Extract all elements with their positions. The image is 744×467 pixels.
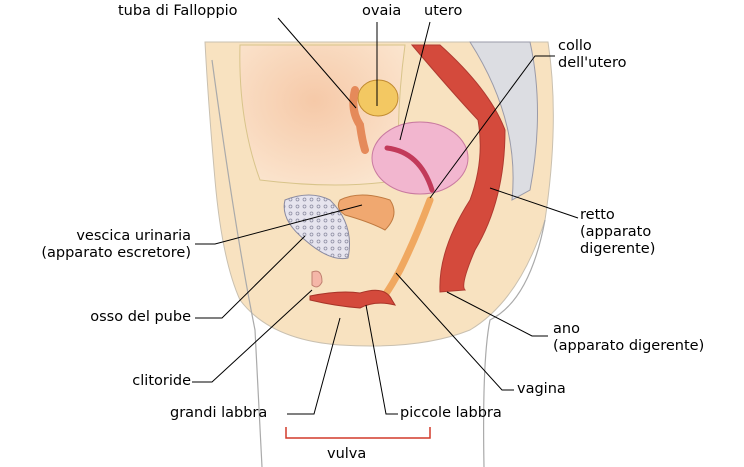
label-clitoride: clitoride: [132, 373, 191, 389]
label-ano-line1: ano: [553, 321, 580, 337]
label-utero: utero: [424, 3, 463, 19]
label-vescica-line2: (apparato escretore): [41, 245, 191, 261]
pubic-bone: [311, 270, 323, 288]
label-retto-line3: digerente): [580, 241, 656, 257]
label-vescica: vescica urinaria(apparato escretore): [41, 228, 191, 262]
fallopian-tube: [349, 86, 369, 154]
spine: [469, 41, 538, 201]
vagina-canal: [381, 196, 434, 299]
label-retto-line2: (apparato: [580, 224, 652, 240]
label-collo-line1: collo: [558, 38, 592, 54]
vulva-bracket: [285, 427, 431, 439]
bladder: [283, 194, 351, 260]
rectum: [410, 44, 506, 293]
label-osso: osso del pube: [90, 309, 191, 325]
label-ano-line2: (apparato digerente): [553, 338, 705, 354]
label-grandi-labbra: grandi labbra: [170, 405, 268, 421]
label-retto-line1: retto: [580, 207, 615, 223]
ovary: [357, 79, 399, 117]
label-vagina: vagina: [517, 381, 566, 397]
uterus: [371, 121, 469, 195]
uterine-cavity: [384, 145, 435, 193]
thigh-line: [483, 219, 546, 467]
label-piccole-labbra: piccole labbra: [400, 405, 502, 421]
label-tuba: tuba di Falloppio: [118, 3, 238, 19]
vulva-shape: [309, 289, 397, 309]
label-vescica-line1: vescica urinaria: [76, 228, 191, 244]
label-vulva: vulva: [327, 446, 367, 462]
label-ano: ano(apparato digerente): [553, 321, 704, 355]
leader-lines: [192, 17, 579, 415]
label-ovaia: ovaia: [362, 3, 402, 19]
leg-line: [211, 59, 263, 467]
label-collo-line2: dell'utero: [558, 55, 627, 71]
